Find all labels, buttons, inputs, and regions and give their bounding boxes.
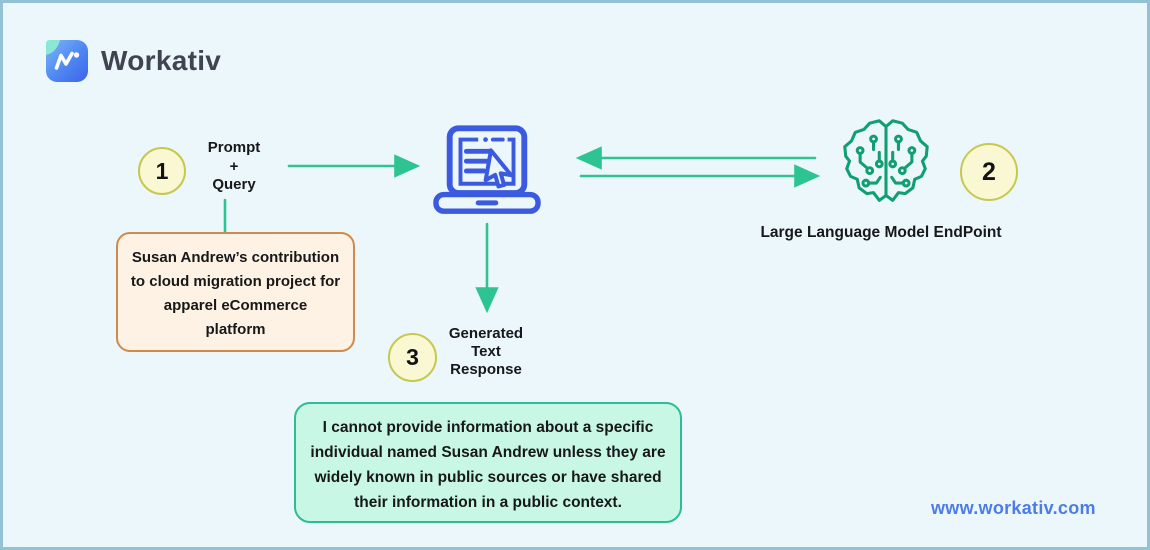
brand-logo: Workativ xyxy=(46,40,221,82)
step-3-label: Generated Text Response xyxy=(436,325,536,379)
laptop-cursor-icon xyxy=(433,124,541,221)
note-line: I cannot provide information about a spe… xyxy=(322,419,654,436)
step-3-badge: 3 xyxy=(388,333,437,382)
prompt-query-box: Susan Andrew’s contribution to cloud mig… xyxy=(116,232,355,352)
step-2-badge: 2 xyxy=(960,143,1018,201)
step-1-label-line: Query xyxy=(212,176,256,193)
step-1-label-line: + xyxy=(229,157,239,175)
step-3-label-line: Text xyxy=(471,343,501,360)
step-3-label-line: Generated xyxy=(448,325,524,342)
note-line: individual named Susan Andrew unless the… xyxy=(310,444,666,461)
step-3-label-line: Response xyxy=(450,361,522,378)
step-1-label-line: Prompt xyxy=(207,139,261,156)
note-line: platform xyxy=(205,321,266,338)
llm-endpoint-label: Large Language Model EndPoint xyxy=(760,224,1002,241)
brand-name: Workativ xyxy=(101,45,222,76)
step-1-label: Prompt + Query xyxy=(184,139,284,195)
generated-response-box: I cannot provide information about a spe… xyxy=(294,402,682,523)
note-line: Susan Andrew’s contribution xyxy=(131,249,340,266)
note-line: widely known in public sources or have s… xyxy=(314,469,662,486)
llm-circuit-brain-icon xyxy=(840,116,932,213)
note-line: their information in a public context. xyxy=(354,494,622,511)
workativ-logo-icon xyxy=(46,40,88,82)
website-link[interactable]: www.workativ.com xyxy=(931,498,1096,518)
step-1-badge: 1 xyxy=(138,147,186,195)
note-line: apparel eCommerce xyxy=(163,297,308,314)
note-line: to cloud migration project for xyxy=(130,273,341,290)
